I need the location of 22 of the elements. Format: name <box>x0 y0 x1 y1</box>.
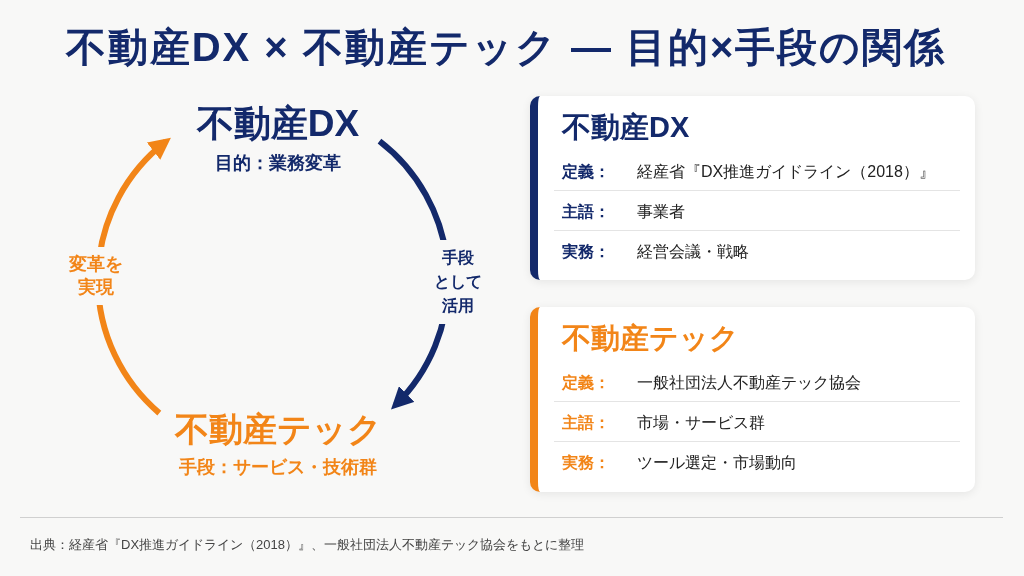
row-label: 実務： <box>562 453 610 473</box>
row-label: 主語： <box>562 202 610 222</box>
concept-title: 不動産テック <box>174 409 382 450</box>
row-value: 経営会議・戦略 <box>637 242 749 262</box>
concept-subtitle: 目的：業務変革 <box>215 152 341 175</box>
page-title: 不動産DX × 不動産テック — 目的×手段の関係 <box>65 24 947 70</box>
card-heading: 不動産テック <box>562 321 739 355</box>
row-label: 定義： <box>562 162 610 182</box>
card-heading: 不動産DX <box>562 110 690 144</box>
info-card <box>530 96 975 280</box>
row-value: 経産省『DX推進ガイドライン（2018）』 <box>637 162 935 182</box>
source-note: 出典：経産省『DX推進ガイドライン（2018）』、一般社団法人不動産テック協会をもとに整理 <box>30 536 584 554</box>
concept-title: 不動産DX <box>196 102 360 146</box>
concept-subtitle: 手段：サービス・技術群 <box>179 456 377 479</box>
row-value: 一般社団法人不動産テック協会 <box>637 373 861 393</box>
row-value: ツール選定・市場動向 <box>637 453 797 473</box>
row-value: 市場・サービス群 <box>637 413 765 433</box>
row-label: 定義： <box>562 373 610 393</box>
row-value: 事業者 <box>637 202 685 222</box>
row-label: 実務： <box>562 242 610 262</box>
row-label: 主語： <box>562 413 610 433</box>
info-card <box>530 307 975 492</box>
